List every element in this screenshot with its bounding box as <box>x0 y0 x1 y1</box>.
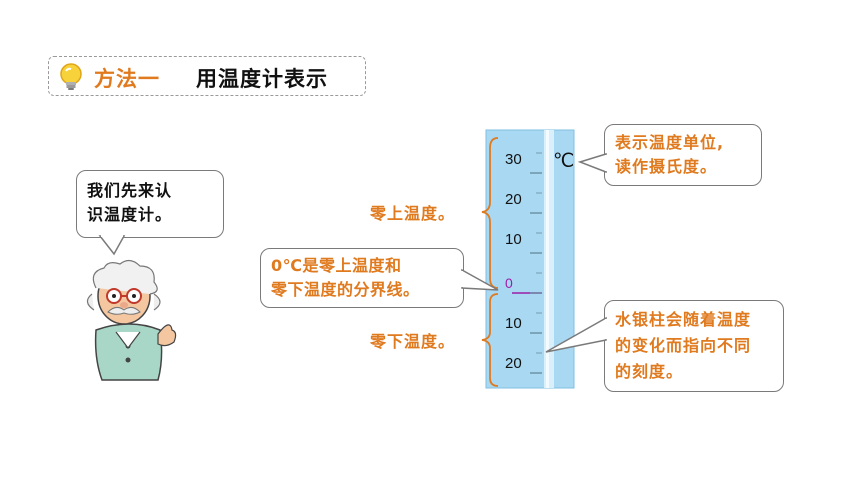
method-label: 方法一 <box>94 67 160 91</box>
unit-bubble-line-1: 表示温度单位, <box>615 133 725 152</box>
below-zero-label: 零下温度。 <box>370 332 456 351</box>
lightbulb-icon <box>60 63 82 90</box>
teacher-speech-line-1: 我们先来认 <box>87 181 173 200</box>
tick-label-0: 0 <box>505 275 513 291</box>
mercury-bubble-tail <box>545 316 609 353</box>
tick-label-30: 30 <box>505 151 522 168</box>
zero-boundary-bubble: 0℃是零上温度和 零下温度的分界线。 <box>260 248 464 308</box>
zero-bubble-line-1: 0℃是零上温度和 <box>271 256 402 275</box>
unit-bubble-line-2: 读作摄氏度。 <box>615 157 718 176</box>
unit-bubble-tail <box>577 152 609 174</box>
zero-bubble-tail <box>460 268 499 291</box>
mercury-bubble-line-3: 的刻度。 <box>615 362 684 381</box>
teacher-bubble-tail <box>98 234 126 256</box>
zero-bubble-line-2: 零下温度的分界线。 <box>271 280 420 299</box>
below-zero-brace <box>481 293 499 387</box>
title-box <box>48 56 366 96</box>
mercury-bubble: 水银柱会随着温度 的变化而指向不同 的刻度。 <box>604 300 784 392</box>
celsius-unit-label: ℃ <box>553 151 575 172</box>
page-title: 用温度计表示 <box>196 67 328 91</box>
teacher-speech-bubble: 我们先来认 识温度计。 <box>76 170 224 238</box>
tick-label-20: 20 <box>505 191 522 208</box>
teacher-character <box>86 259 177 381</box>
tick-label-10: 10 <box>505 231 522 248</box>
tick-label-minus-10: 10 <box>505 315 522 332</box>
thermometer-scale <box>530 152 542 374</box>
mercury-bubble-line-2: 的变化而指向不同 <box>615 336 752 355</box>
unit-bubble: 表示温度单位, 读作摄氏度。 <box>604 124 762 186</box>
above-zero-brace <box>481 137 499 289</box>
teacher-speech-line-2: 识温度计。 <box>87 205 173 224</box>
mercury-bubble-line-1: 水银柱会随着温度 <box>615 310 752 329</box>
above-zero-label: 零上温度。 <box>370 204 456 223</box>
tick-label-minus-20: 20 <box>505 355 522 372</box>
